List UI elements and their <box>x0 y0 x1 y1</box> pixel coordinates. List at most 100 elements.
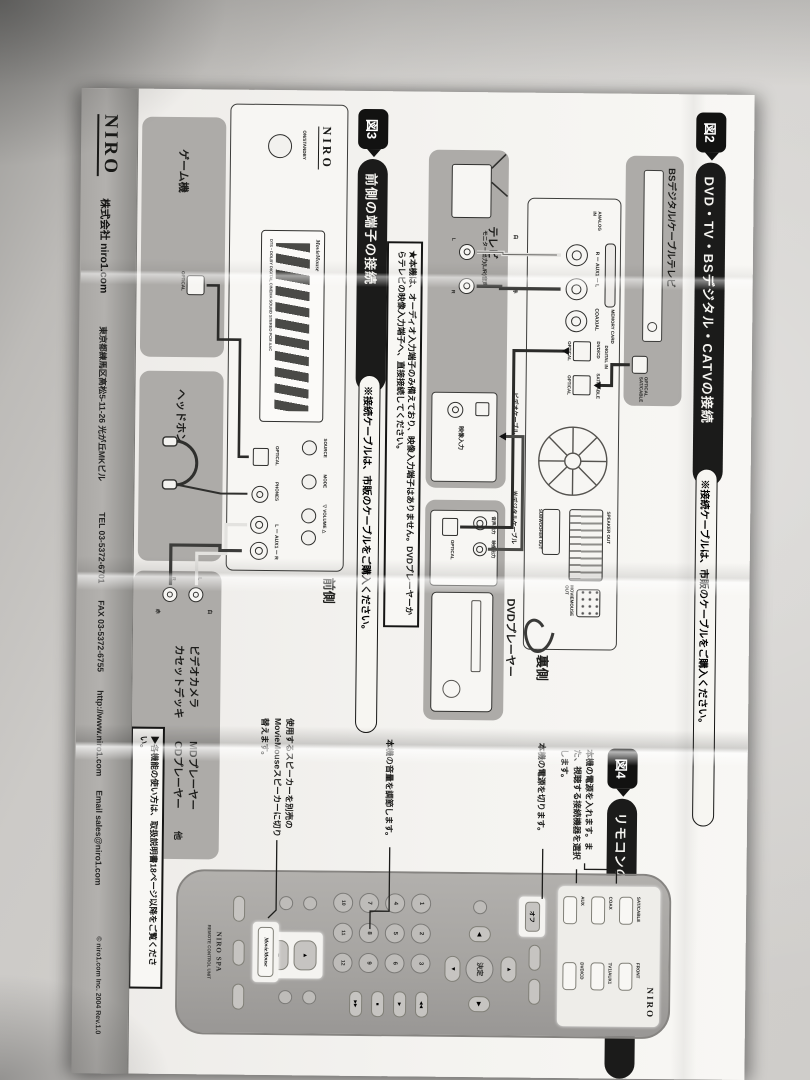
bs-optical-jack <box>631 355 648 374</box>
remote-small-button-5 <box>302 990 317 1005</box>
power-off-button: オフ <box>524 901 541 932</box>
sat-optical-jack <box>572 375 591 396</box>
dvd-knob <box>442 679 461 698</box>
source-front-button <box>618 962 633 991</box>
remote-small-button-6 <box>278 990 293 1005</box>
rear-panel-label: 裏側 <box>534 654 550 681</box>
sat-optical-label: OPTICAL <box>566 375 572 395</box>
tv-r-label: R <box>449 289 456 294</box>
digit-5-button: 5 <box>384 923 405 944</box>
source-button <box>301 440 317 456</box>
moviemouse-button-label: MovieMouse <box>262 937 269 967</box>
etc-label: 他 <box>172 830 183 841</box>
dpad-down-button: ▼ <box>444 955 461 983</box>
digit-12: 12 <box>339 959 346 966</box>
dvd-video-jack <box>472 542 487 557</box>
cassette-label: カセットデッキ <box>172 644 186 719</box>
enter-button: 決定 <box>465 955 494 984</box>
dvd-optical-jack <box>572 341 592 362</box>
fig2-badge: 図2 <box>696 112 727 153</box>
remote-small-button-2 <box>528 978 541 1005</box>
recorder-red-label: 赤 <box>154 608 161 614</box>
fig2-subtitle: ※接続ケーブルは、市販のケーブルをご購入ください。 <box>696 479 711 729</box>
source-dvdcd-button <box>562 962 577 991</box>
power-off-button-label: オフ <box>527 910 535 923</box>
remote-small-button-7 <box>232 895 246 922</box>
speaker-out-connector <box>568 509 604 582</box>
remote-small-button-4 <box>279 896 294 911</box>
mode-button <box>301 474 317 490</box>
game-optical-jack <box>186 275 205 296</box>
remote-model-label: NIRO SPA <box>214 931 223 973</box>
digit-2: 2 <box>417 931 424 936</box>
dvd-jack-panel <box>429 509 499 587</box>
optical-cable-label: 光デジタルケーブル <box>509 490 517 545</box>
manual-sheet: 図2 DVD・TV・BSデジタル・CATVの接続 ※接続ケーブルは、市販のケーブ… <box>71 87 755 1080</box>
headphone-label: ヘッドホン <box>173 388 187 445</box>
rewind-glyph: ◀◀ <box>419 1001 425 1009</box>
usage-note: ▶各機能の使い方は、取扱説明書18ページ以降をご覧ください。 <box>138 735 160 967</box>
recorder-rca-r <box>162 586 178 603</box>
power-button <box>267 133 293 159</box>
fig2-title: DVD・TV・BSデジタル・CATVの接続 <box>699 176 718 424</box>
front-aux-label: L ー AUX1 ー R <box>272 524 280 560</box>
volume-up-button <box>300 530 317 546</box>
forward-glyph: ▶▶ <box>353 1000 359 1008</box>
digit-11: 11 <box>339 930 346 936</box>
fig3-title-bar: 前側の端子の接続 <box>355 158 388 394</box>
digit-3-button: 3 <box>410 953 431 974</box>
front-aux-l <box>250 515 269 534</box>
digit-8-button: 8 <box>358 922 379 944</box>
menu-button <box>473 900 488 915</box>
red-cable-label: 赤 <box>511 288 518 294</box>
footer-company: 株式会社 niro1.com <box>97 198 111 294</box>
digit-9-button: 9 <box>358 952 379 974</box>
subwoofer-label: SUBWOOFER OUT <box>537 508 544 550</box>
play-button: ▶ <box>392 991 407 1018</box>
tv-l-label: L <box>450 237 457 241</box>
game-optical-label: OPTICAL <box>180 271 186 291</box>
jack-sat-label: SAT/CABLE <box>595 373 601 399</box>
digit-8: 8 <box>365 931 372 935</box>
dvd-label: DVDプレーヤー <box>503 598 517 677</box>
display-caption: MovieMouse <box>313 239 321 272</box>
remote-small-button-3 <box>303 896 318 911</box>
source-coax-label: COAX <box>608 896 614 910</box>
dpad-right-button: ▶ <box>468 996 491 1013</box>
digit-10-button: 10 <box>333 892 354 913</box>
cd-player-label: CDプレーヤー <box>171 740 185 809</box>
note-volume: 本機の音量を調節します。 <box>383 739 395 841</box>
digit-4-button: 4 <box>385 893 406 914</box>
fig3-badge: 図3 <box>358 108 389 150</box>
fig3-title: 前側の端子の接続 <box>363 172 380 286</box>
phones-label: PHONES <box>274 482 280 502</box>
videocamera-label: ビデオカメラ <box>187 645 200 709</box>
coaxial-label: COAXIAL <box>593 308 600 331</box>
footer-copyright: © niro1.com Inc. 2004 Rev.1.0 <box>93 936 102 1035</box>
recorder-l-label: L <box>196 577 203 581</box>
digit-1-button: 1 <box>411 893 432 914</box>
bs-box-label: BSデジタル/ケーブルテレビ <box>664 168 677 288</box>
moviemouse-highlight: MovieMouse <box>252 921 279 983</box>
subwoofer-connector <box>541 508 561 556</box>
digit-7: 7 <box>366 901 373 905</box>
digital-in-label: DIGITAL IN <box>603 345 610 369</box>
tv-audio-l <box>458 243 476 261</box>
source-satcable-button <box>618 896 634 925</box>
remote-volume-up-button: ▲ <box>293 940 317 971</box>
remote-control: NIRO SAT/CABLE FRONT COAX TV1/AUX1 AUX D… <box>174 869 672 1040</box>
footer-niro-logo: NIRO <box>96 114 122 177</box>
white-cable-label: 白 <box>512 234 519 240</box>
speaker-out-label: SPEAKER OUT <box>605 511 612 545</box>
memory-card-label: MEMORY CARD <box>610 309 616 344</box>
audio-out-label: 音声出力 <box>491 516 497 535</box>
digit-2-button: 2 <box>410 923 431 944</box>
fig4-badge-tail <box>616 788 631 797</box>
footer-tel: TEL 03-5372-6701 <box>96 512 108 584</box>
jack-dvd-label: DVD/CD <box>595 341 602 359</box>
tv-label: テレビ <box>485 226 499 260</box>
front-panel-label: 前側 <box>321 577 337 604</box>
recorder-white-label: 白 <box>206 609 213 615</box>
digit-4: 4 <box>392 901 399 906</box>
tv-audio-r <box>458 277 475 295</box>
